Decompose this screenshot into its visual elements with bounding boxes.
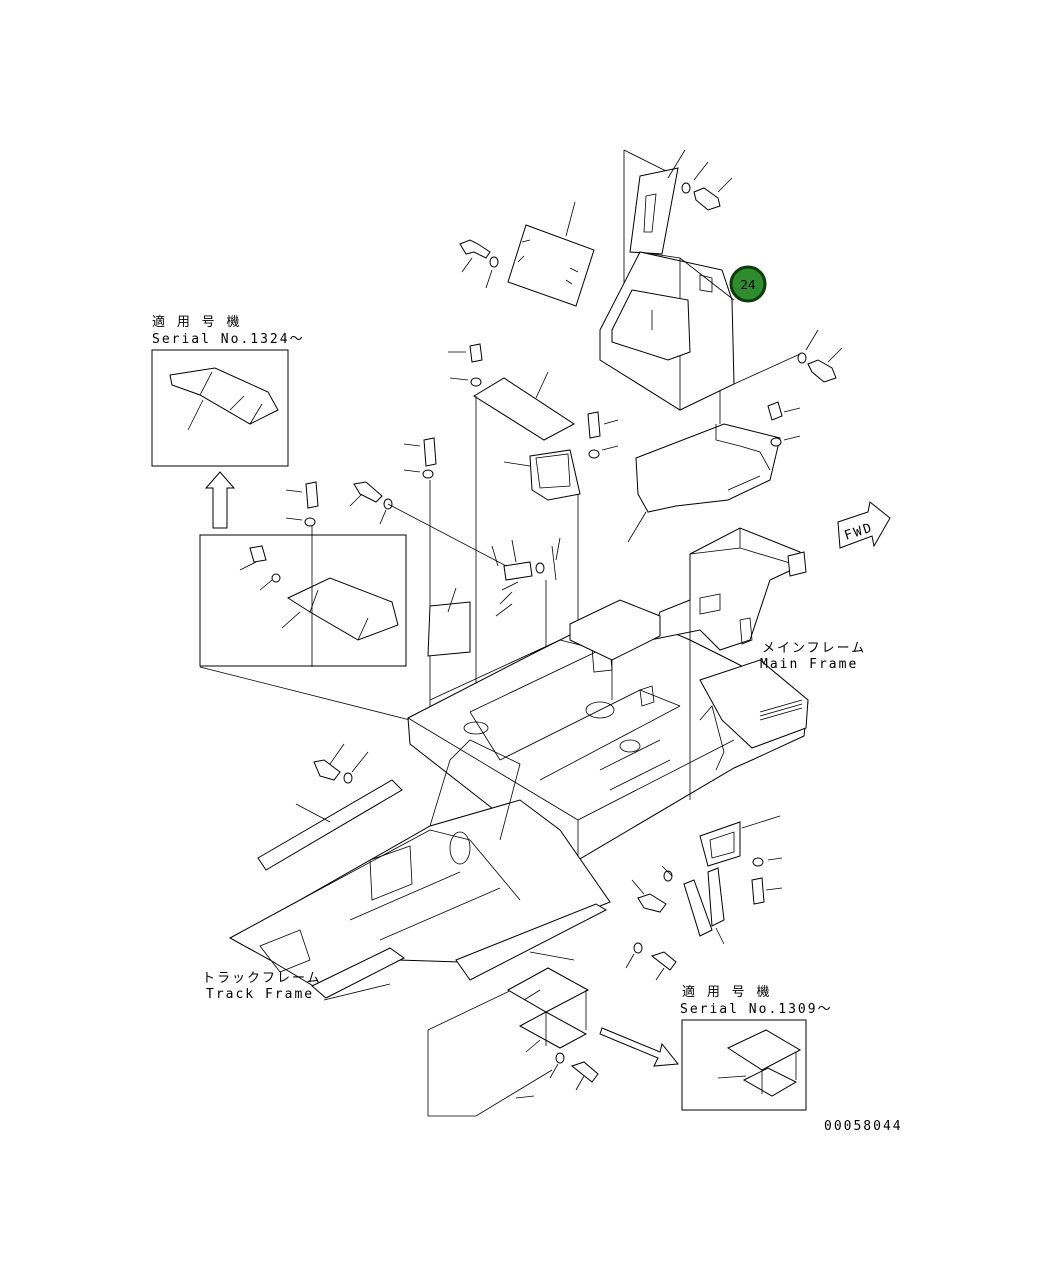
serial-bottom-label: Serial No.1309～ (680, 1002, 833, 1017)
inset-step-variant (199, 534, 407, 667)
main-frame-label: Main Frame (760, 657, 858, 672)
track-frame-label: Track Frame (206, 987, 314, 1002)
serial-top-jp-label: 適 用 号 機 (152, 314, 241, 330)
callout-circle[interactable] (729, 265, 767, 303)
inset-serial-1324: 適 用 号 機 Serial No.1324～ (151, 314, 305, 467)
callout-24-badge[interactable]: 24 (729, 265, 767, 303)
up-arrow-icon (204, 471, 236, 529)
inset-serial-1309: 適 用 号 機 Serial No.1309～ (680, 984, 833, 1111)
right-brackets (625, 815, 783, 981)
fwd-label: FWD (843, 520, 876, 543)
main-frame-jp-label: メインフレーム (762, 641, 866, 656)
serial-bottom-jp-label: 適 用 号 機 (682, 984, 771, 1000)
fwd-arrow: FWD (837, 501, 891, 549)
main-frame (407, 527, 809, 861)
track-frame (228, 739, 611, 1001)
track-frame-jp-label: トラックフレーム (202, 971, 322, 986)
callout-number: 24 (740, 278, 755, 292)
floor-plate (627, 390, 801, 543)
step-assembly (427, 967, 599, 1117)
center-parts (285, 343, 619, 830)
figure-number: 00058044 (824, 1119, 903, 1134)
down-right-arrow-icon (599, 1027, 679, 1067)
upper-cover-parts (459, 149, 843, 411)
serial-top-label: Serial No.1324～ (152, 332, 305, 347)
